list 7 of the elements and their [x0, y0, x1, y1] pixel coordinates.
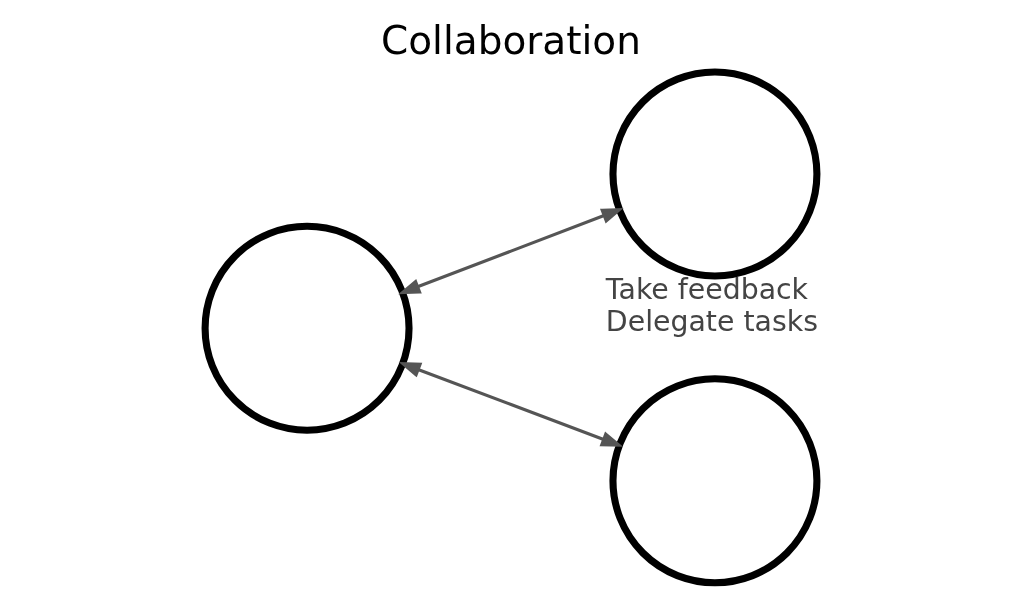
node-label: Take feedback	[605, 272, 808, 306]
diagram-title: Collaboration	[380, 17, 641, 63]
arrow	[397, 208, 624, 295]
node-label: Delegate tasks	[605, 304, 818, 338]
node-person	[201, 222, 413, 434]
arrow	[398, 362, 623, 447]
node-person	[608, 375, 820, 587]
